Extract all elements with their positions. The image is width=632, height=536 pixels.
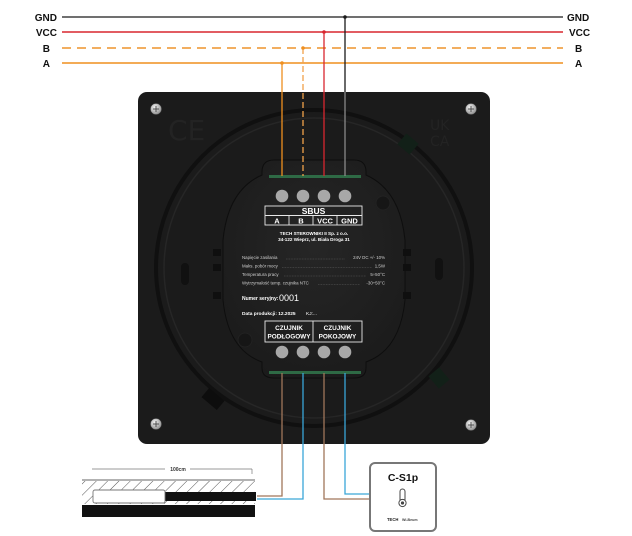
screw-bottom-right	[465, 419, 477, 431]
sensor-terminals: CZUJNIK PODŁOGOWY CZUJNIK POKOJOWY	[264, 320, 363, 359]
room-sensor: C-S1p TECH Wi-Beum	[369, 462, 437, 532]
clip-bottom-left	[201, 387, 225, 411]
terminal-b[interactable]	[296, 189, 310, 203]
floor-sensor: 100cm	[82, 467, 256, 517]
bus-lines: GND VCC B A GND VCC B A	[35, 13, 590, 70]
spec-value: 5÷50°C	[370, 272, 385, 277]
junction-a	[280, 61, 284, 65]
junction-gnd	[343, 15, 347, 19]
spec-row: Maks. pobór mocy 1,5W	[242, 264, 386, 269]
sbus-terminals: SBUS A B VCC GND	[264, 189, 363, 226]
bus-label-vcc-left: VCC	[36, 28, 57, 39]
spec-row: Napięcie zasilania 24V DC +/- 10%	[242, 255, 385, 260]
terminal-vcc[interactable]	[317, 189, 331, 203]
floor-sensor-label-line1: CZUJNIK	[275, 325, 303, 332]
ntc-probe	[92, 489, 166, 504]
sensor-cable	[165, 492, 256, 501]
wire-room-brown	[323, 373, 371, 500]
sbus-terminal-label-a: A	[274, 217, 280, 226]
terminal-room-2[interactable]	[338, 345, 352, 359]
room-sensor-brand-sub: Wi-Beum	[402, 518, 418, 522]
bus-label-gnd-left: GND	[35, 13, 57, 24]
sbus-label-box: SBUS A B VCC GND	[264, 205, 363, 226]
terminal-gnd[interactable]	[338, 189, 352, 203]
sbus-terminal-label-b: B	[298, 217, 304, 226]
sensor-wires	[257, 373, 371, 500]
clip-bottom-right	[428, 367, 450, 389]
sbus-terminal-label-vcc: VCC	[317, 217, 333, 226]
clip-top-right	[397, 133, 419, 155]
spec-value: 24V DC +/- 10%	[353, 255, 385, 260]
screw-top-left	[150, 103, 162, 115]
serial-label: Numer seryjny:	[242, 296, 279, 302]
ukca-mark-2: CA	[430, 134, 450, 150]
bus-label-gnd-right: GND	[567, 13, 589, 24]
floor-sensor-label-line2: PODŁOGOWY	[268, 334, 312, 341]
sbus-header: SBUS	[302, 206, 326, 216]
production-date: Data produkcji: 12.2025	[242, 311, 296, 317]
sensor-label-box: CZUJNIK PODŁOGOWY CZUJNIK POKOJOWY	[264, 320, 363, 343]
bus-label-b-right: B	[575, 44, 582, 55]
ukca-mark: UK	[430, 118, 450, 134]
floor-base-layer	[82, 505, 255, 517]
bottom-terminal-strip	[269, 371, 361, 374]
thermometer-icon	[398, 488, 407, 508]
junction-vcc	[322, 30, 326, 34]
terminal-floor-1[interactable]	[275, 345, 289, 359]
manufacturer-address: 34-122 Wieprz, ul. Biała Droga 31	[278, 237, 350, 242]
screw-bottom-left	[150, 418, 162, 430]
bus-label-vcc-right: VCC	[569, 28, 590, 39]
junction-b	[301, 46, 305, 50]
spec-label: Wytrzymałość temp. czujnika NTC	[242, 281, 309, 286]
mounting-ring	[154, 108, 474, 428]
bus-label-a-right: A	[575, 59, 582, 70]
room-sensor-label-line1: CZUJNIK	[324, 325, 352, 332]
serial-value: 0001	[279, 293, 299, 303]
spec-row: Temperatura pracy 5÷50°C	[242, 272, 385, 277]
room-sensor-model: C-S1p	[388, 472, 418, 484]
sbus-wires	[280, 15, 347, 176]
module-body	[222, 159, 406, 379]
terminal-a[interactable]	[275, 189, 289, 203]
wire-floor-blue	[257, 373, 304, 500]
manufacturer-name: TECH STEROWNIKI II Sp. z o.o.	[280, 231, 348, 236]
terminal-floor-2[interactable]	[296, 345, 310, 359]
wire-room-blue	[344, 373, 371, 495]
room-sensor-label-line2: POKOJOWY	[319, 334, 357, 341]
ce-mark: CE	[168, 114, 205, 147]
spec-value: -30÷50°C	[366, 281, 385, 286]
side-slot-left	[181, 263, 189, 285]
top-terminal-strip	[269, 175, 361, 178]
vents-right	[403, 249, 411, 299]
mounting-ring-inner	[163, 117, 465, 419]
spec-label: Maks. pobór mocy	[242, 264, 279, 269]
screw-top-right	[465, 103, 477, 115]
vents-left	[213, 249, 221, 299]
device-info: TECH STEROWNIKI II Sp. z o.o. 34-122 Wie…	[242, 231, 386, 317]
terminal-room-1[interactable]	[317, 345, 331, 359]
room-sensor-brand: TECH	[387, 517, 398, 522]
spec-row: Wytrzymałość temp. czujnika NTC -30÷50°C	[242, 281, 385, 286]
module-post-bottom-left	[237, 332, 253, 348]
sbus-terminal-label-gnd: GND	[341, 217, 358, 226]
controller-housing: CE UK CA	[138, 92, 490, 444]
spec-label: Temperatura pracy	[242, 272, 279, 277]
module-post-top-right	[375, 195, 391, 211]
bus-label-a-left: A	[43, 59, 50, 70]
wire-floor-brown	[257, 373, 283, 497]
bus-label-b-left: B	[43, 44, 50, 55]
spec-label: Napięcie zasilania	[242, 255, 278, 260]
kj-label: KJ:...	[306, 311, 317, 317]
spec-value: 1,5W	[375, 264, 386, 269]
length-label: 100cm	[170, 467, 186, 473]
side-slot-right	[435, 258, 443, 280]
